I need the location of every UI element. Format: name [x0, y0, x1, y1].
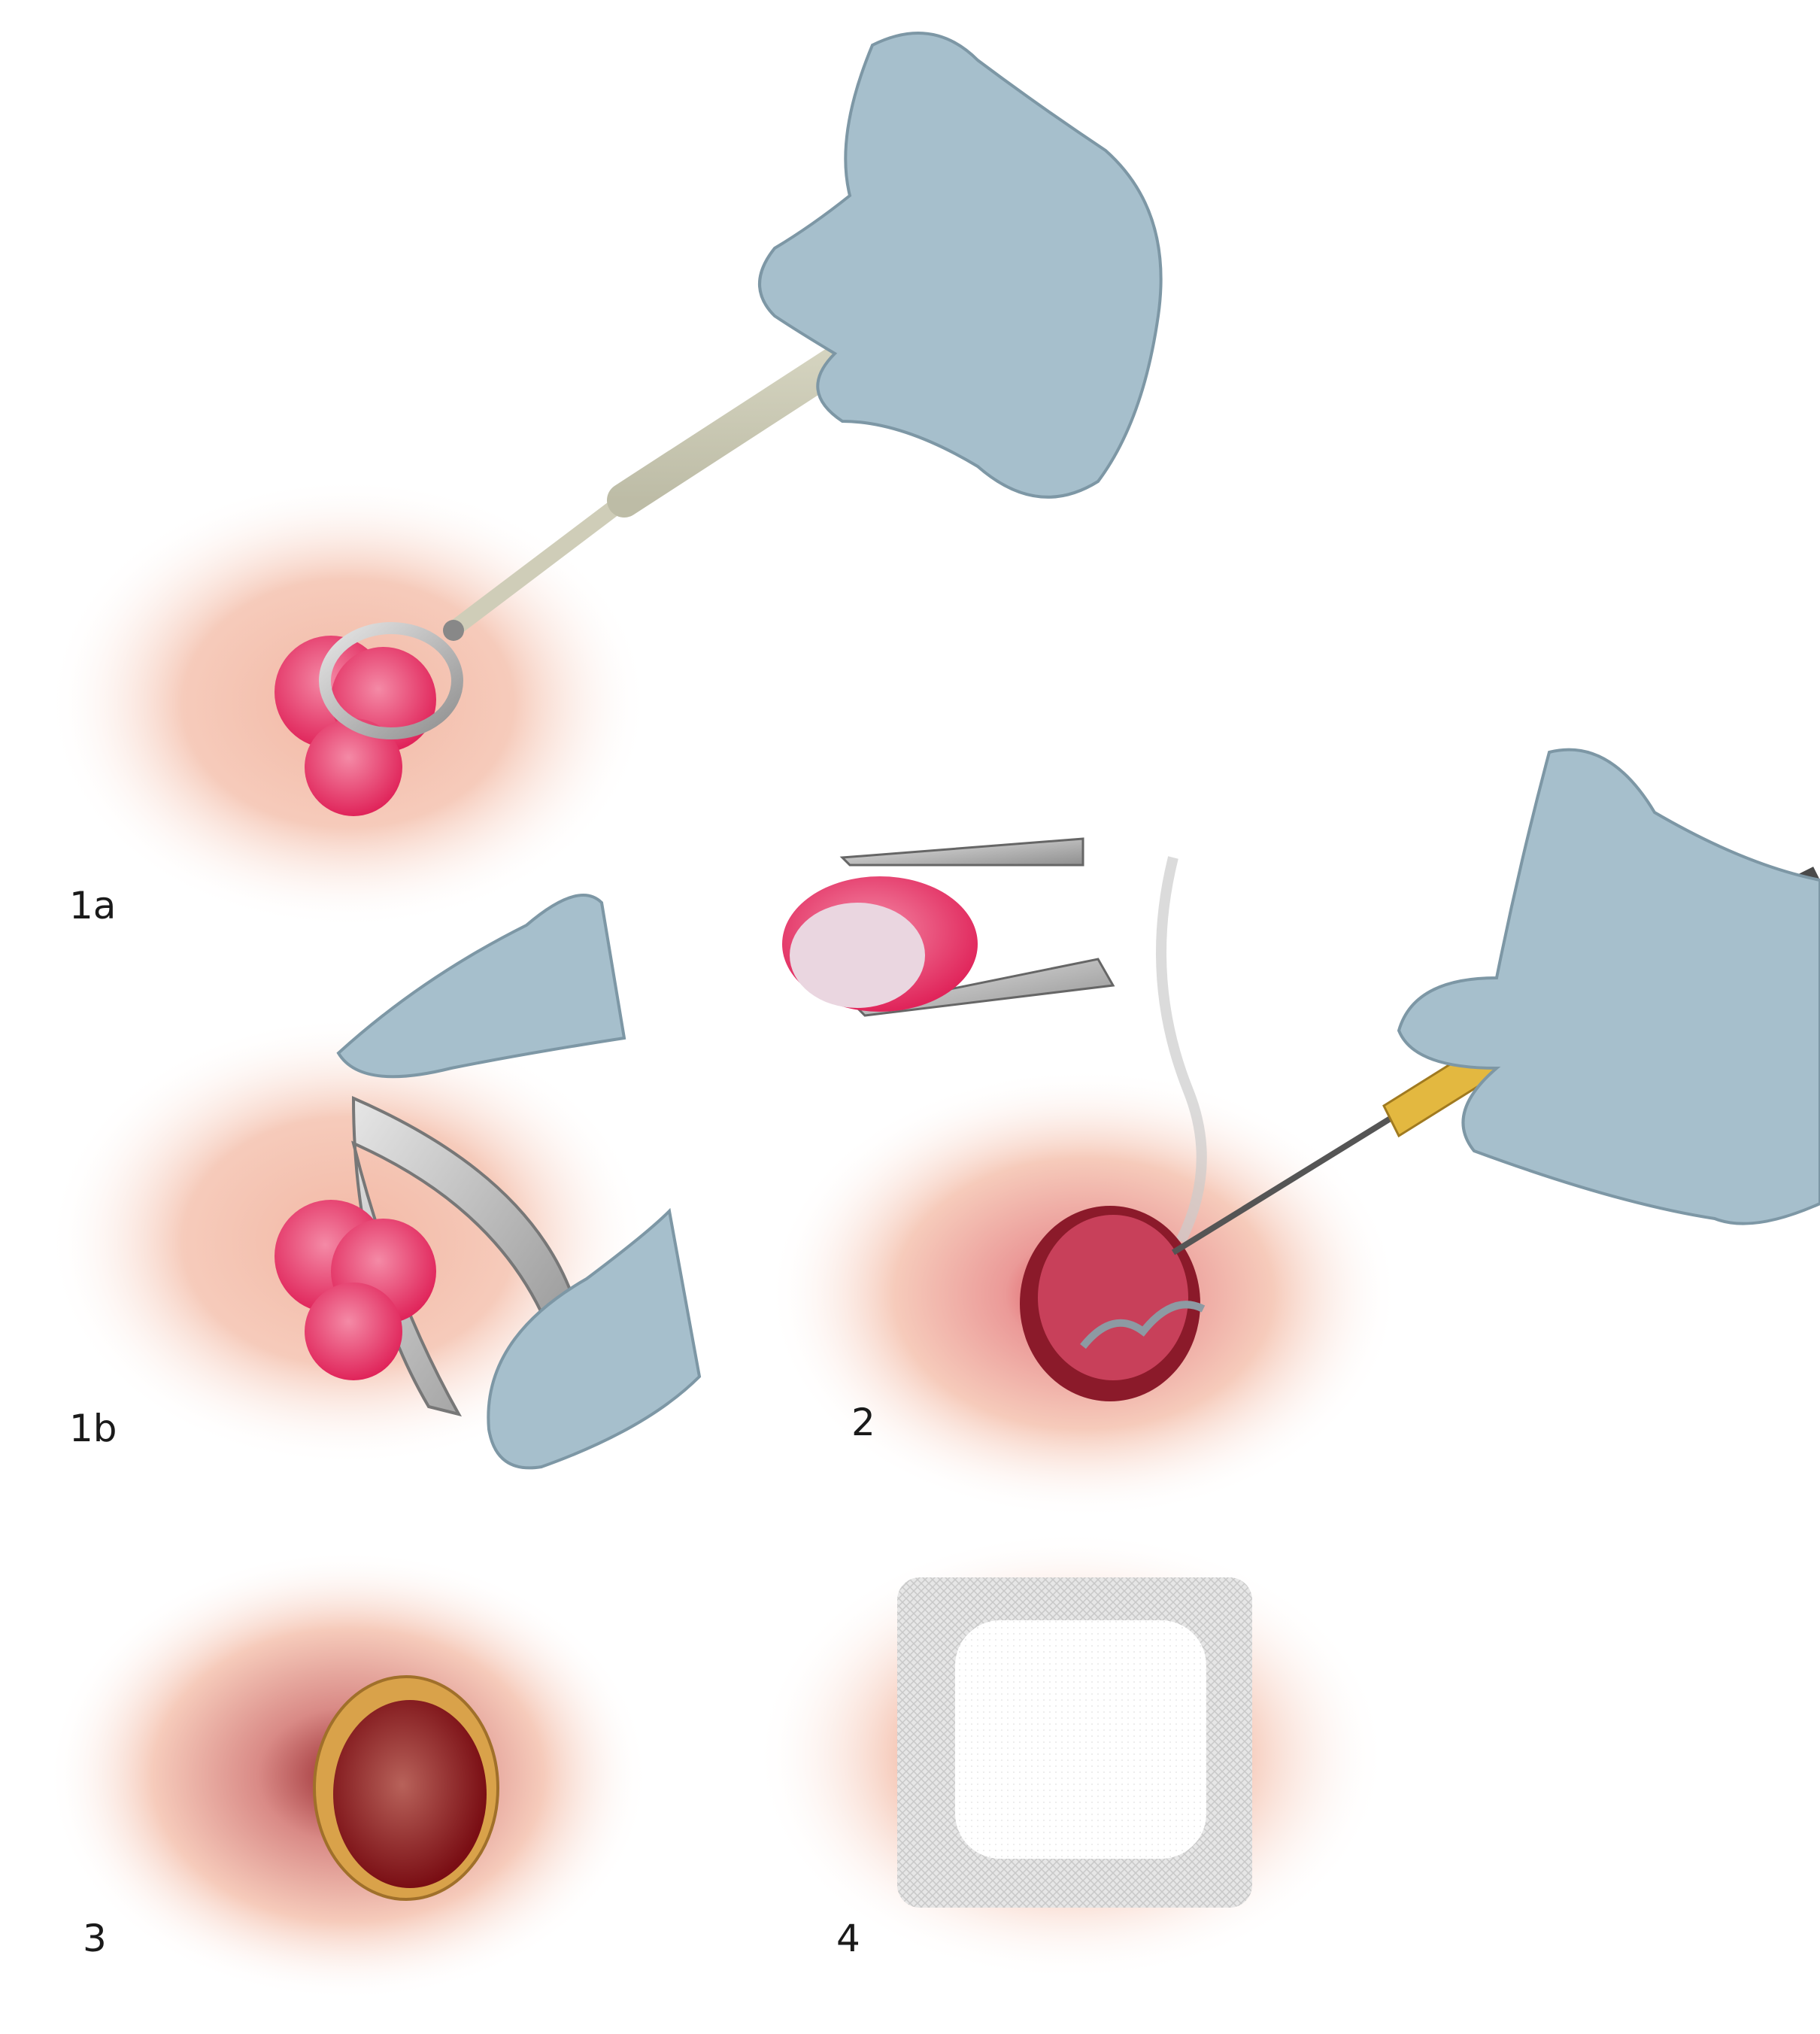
- panel-label-4: 4: [836, 1917, 860, 1960]
- lesion: [275, 1200, 436, 1380]
- electrode-wire: [1080, 1301, 1206, 1349]
- gloved-hand: [758, 32, 1163, 499]
- panel-label-3: 3: [83, 1917, 107, 1960]
- panel-1b: [47, 894, 702, 1470]
- curette-ring: [319, 622, 463, 739]
- gloved-hand-top: [336, 894, 626, 1079]
- panel-label-2: 2: [851, 1401, 875, 1444]
- smoke: [1156, 856, 1207, 1244]
- panel-1a: [47, 32, 1163, 929]
- dressing-pad: [955, 1620, 1206, 1859]
- panel-4: [755, 1530, 1387, 1981]
- excised-specimen-forceps: [782, 837, 1115, 1017]
- panel-label-1a: 1a: [69, 884, 117, 927]
- panel-label-1b: 1b: [69, 1407, 117, 1450]
- gloved-hand-bottom: [487, 1207, 702, 1470]
- panel-3: [47, 1550, 649, 2001]
- panel-2: [768, 748, 1820, 1519]
- wound-bed: [333, 1700, 487, 1888]
- gloved-hand: [1397, 748, 1820, 1225]
